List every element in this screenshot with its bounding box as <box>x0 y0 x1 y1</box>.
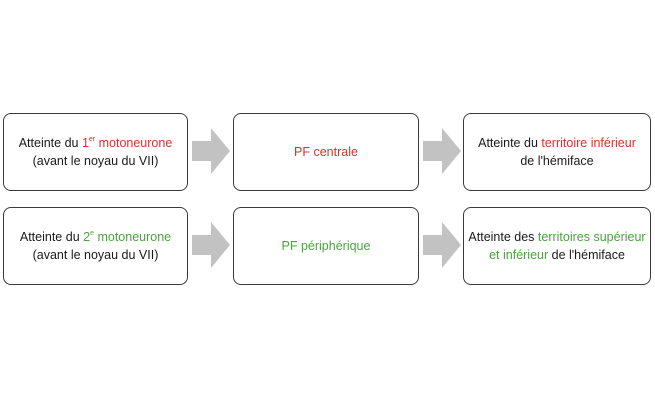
lesion-box-first-motor-neuron: Atteinte du 1er motoneurone (avant le no… <box>3 113 188 191</box>
lesion-line-1: Atteinte du 1er motoneurone <box>19 134 173 152</box>
lesion-location: (avant le noyau du VII) <box>32 154 159 168</box>
ordinal-number: 1 <box>81 136 89 150</box>
ordinal-number: 2 <box>83 230 91 244</box>
territory-highlight: territoire inférieur <box>541 136 636 150</box>
peripheral-facial-palsy-label: PF périphérique <box>281 239 371 253</box>
lesion-location: (avant le noyau du VII) <box>32 248 159 262</box>
neuron-label: motoneurone <box>93 230 172 244</box>
territory-highlight-2: et inférieur <box>489 248 549 262</box>
central-facial-palsy-box: PF centrale <box>233 113 419 191</box>
territory-highlight: territoires supérieur <box>537 230 646 244</box>
territory-line-1: Atteinte du territoire inférieur <box>478 134 636 152</box>
lesion-box-second-motor-neuron: Atteinte du 2e motoneurone (avant le noy… <box>3 207 188 285</box>
arrow-icon <box>423 222 461 268</box>
territory-line-2: et inférieur de l'hémiface <box>468 246 645 264</box>
peripheral-facial-palsy-box: PF périphérique <box>233 207 419 285</box>
upper-and-lower-territory-box: Atteinte des territoires supérieur et in… <box>463 207 651 285</box>
ordinal-superscript: e <box>90 229 94 237</box>
territory-prefix: Atteinte du <box>478 136 542 150</box>
central-facial-palsy-label: PF centrale <box>294 145 358 159</box>
territory-line-2: de l'hémiface <box>520 154 594 168</box>
arrow-icon <box>192 128 230 174</box>
lesion-prefix: Atteinte du <box>19 230 84 244</box>
lesion-line-1: Atteinte du 2e motoneurone <box>20 228 171 246</box>
arrow-icon <box>423 128 461 174</box>
lesion-prefix: Atteinte du <box>18 136 82 150</box>
lower-territory-box: Atteinte du territoire inférieur de l'hé… <box>463 113 651 191</box>
territory-rest: de l'hémiface <box>548 248 625 262</box>
territory-line-1: Atteinte des territoires supérieur <box>468 228 645 246</box>
territory-prefix: Atteinte des <box>468 230 538 244</box>
ordinal-superscript: er <box>88 135 96 143</box>
neuron-label: motoneurone <box>95 136 173 150</box>
arrow-icon <box>192 222 230 268</box>
